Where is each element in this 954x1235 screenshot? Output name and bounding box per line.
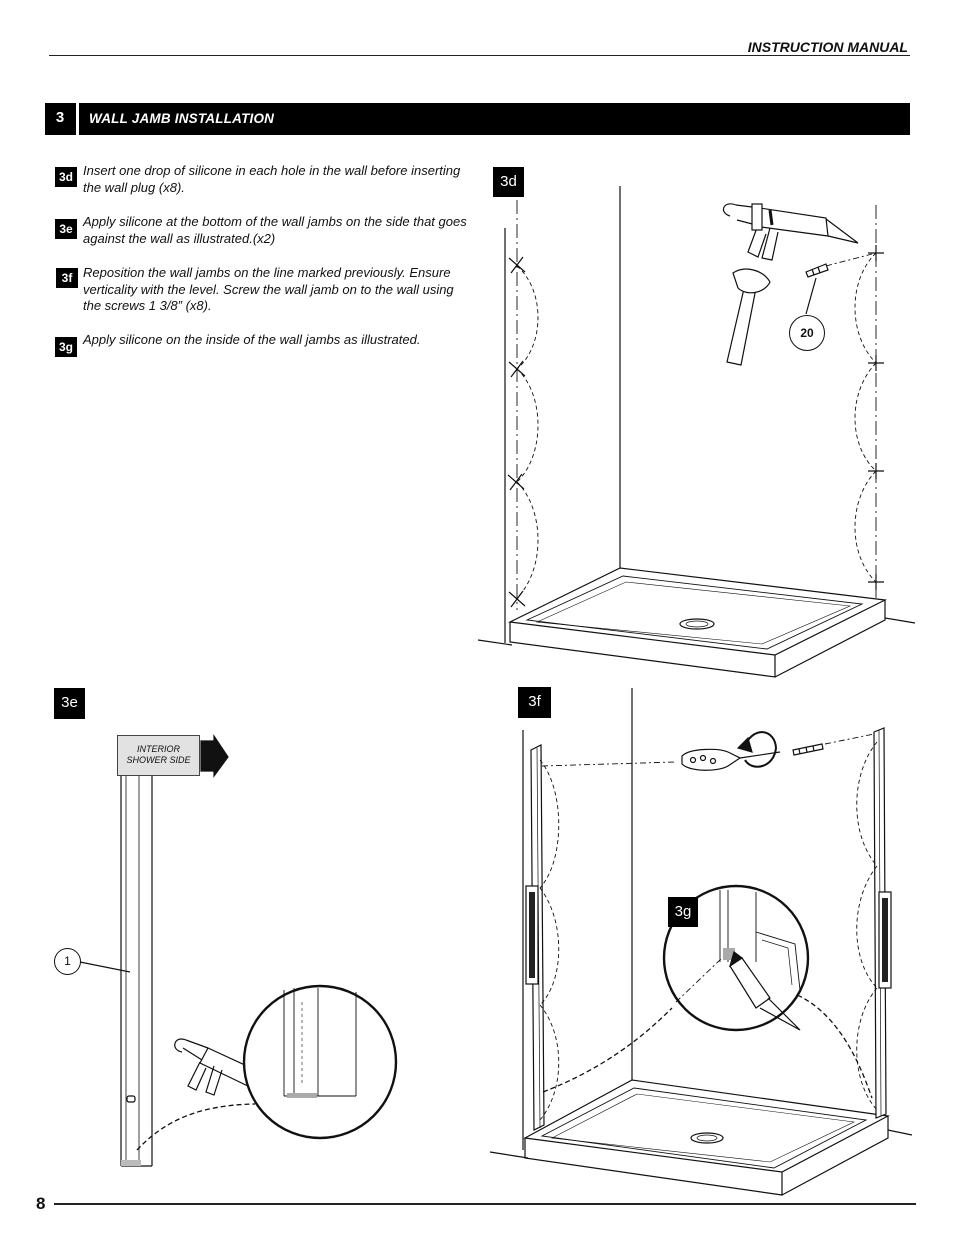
- step-tag-3d: 3d: [55, 167, 77, 187]
- part-callout-1: 1: [54, 948, 81, 975]
- figure-3e-drawing: [79, 734, 398, 1167]
- manual-title: INSTRUCTION MANUAL: [747, 39, 908, 55]
- step-tag-3e: 3e: [55, 219, 77, 239]
- section-header-bar: [45, 103, 910, 135]
- step-tag-3g: 3g: [55, 337, 77, 357]
- figure-label-3f: 3f: [518, 687, 551, 718]
- step-text-3d: Insert one drop of silicone in each hole…: [83, 163, 461, 195]
- step-tag-3f: 3f: [56, 268, 78, 288]
- footer-rule: [54, 1203, 916, 1205]
- header-rule: [49, 55, 910, 56]
- part-callout-20: 20: [789, 315, 825, 351]
- step-text-3e: Apply silicone at the bottom of the wall…: [83, 214, 467, 246]
- figure-3f-drawing: [489, 688, 913, 1196]
- figure-label-3e: 3e: [54, 688, 85, 719]
- page-number: 8: [36, 1194, 46, 1213]
- figure-label-3g: 3g: [668, 897, 698, 927]
- section-number: 3: [55, 109, 65, 126]
- step-text-3f: Reposition the wall jambs on the line ma…: [83, 265, 454, 313]
- figure-3d-drawing: [477, 186, 916, 678]
- section-divider: [76, 103, 79, 135]
- section-title: WALL JAMB INSTALLATION: [89, 111, 275, 126]
- interior-shower-side-label: INTERIOR SHOWER SIDE: [117, 735, 200, 776]
- step-text-3g: Apply silicone on the inside of the wall…: [83, 332, 421, 347]
- figure-label-3d: 3d: [493, 167, 524, 197]
